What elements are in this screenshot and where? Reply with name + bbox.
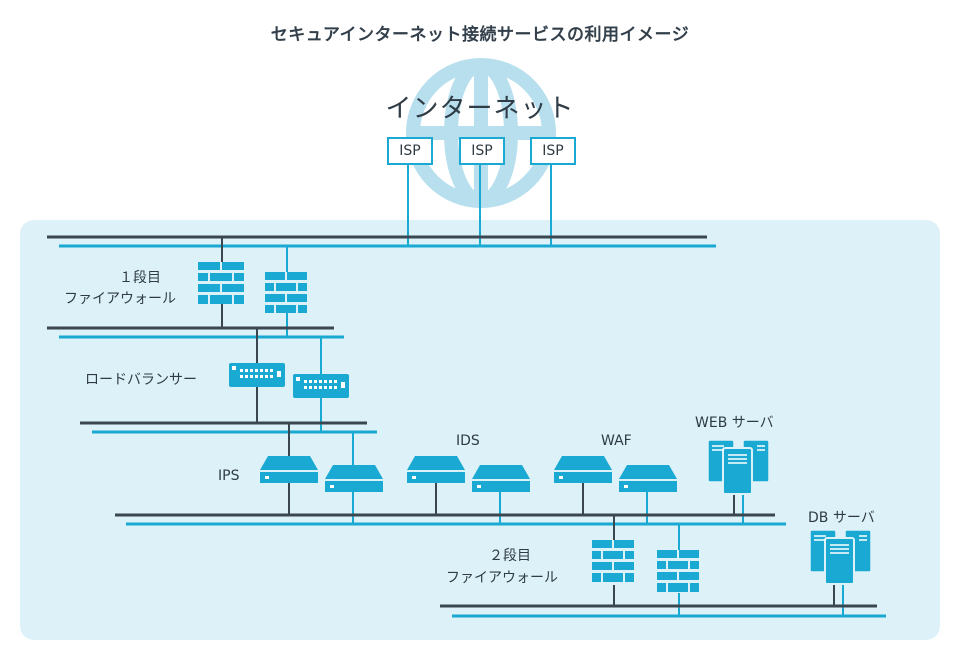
firewall-1a-icon	[198, 262, 244, 304]
ids-a-icon	[407, 456, 465, 483]
firewall-2a-icon	[592, 540, 634, 582]
web-server-label: WEB サーバ	[695, 415, 774, 431]
firewall-1b-icon	[265, 272, 307, 313]
isp-box-3: ISP	[530, 137, 576, 165]
waf-a-icon	[554, 456, 612, 483]
isp-box-2: ISP	[459, 137, 505, 165]
network-zone-panel	[20, 220, 940, 640]
diagram-title: セキュアインターネット接続サービスの利用イメージ	[270, 25, 690, 45]
internet-label: インターネット	[385, 94, 575, 124]
db-server-label: DB サーバ	[808, 510, 875, 526]
web-server-icon	[707, 439, 770, 495]
fw1-label-line1: １段目	[119, 270, 161, 286]
db-server-icon	[809, 529, 872, 585]
fw2-label-line2: ファイアウォール	[446, 570, 558, 586]
waf-b-icon	[619, 465, 677, 492]
waf-label: WAF	[601, 433, 632, 449]
isp-box-1: ISP	[387, 137, 433, 165]
load-balancer-a-icon	[229, 363, 285, 387]
ips-a-icon	[260, 456, 318, 483]
ids-b-icon	[472, 465, 530, 492]
load-balancer-b-icon	[293, 374, 349, 398]
fw2-label-line1: ２段目	[489, 548, 531, 564]
ids-label: IDS	[456, 433, 480, 449]
ips-label: IPS	[218, 468, 240, 484]
firewall-2b-icon	[657, 550, 699, 592]
load-balancer-label: ロードバランサー	[85, 372, 197, 388]
ips-b-icon	[325, 465, 383, 492]
fw1-label-line2: ファイアウォール	[64, 291, 176, 307]
